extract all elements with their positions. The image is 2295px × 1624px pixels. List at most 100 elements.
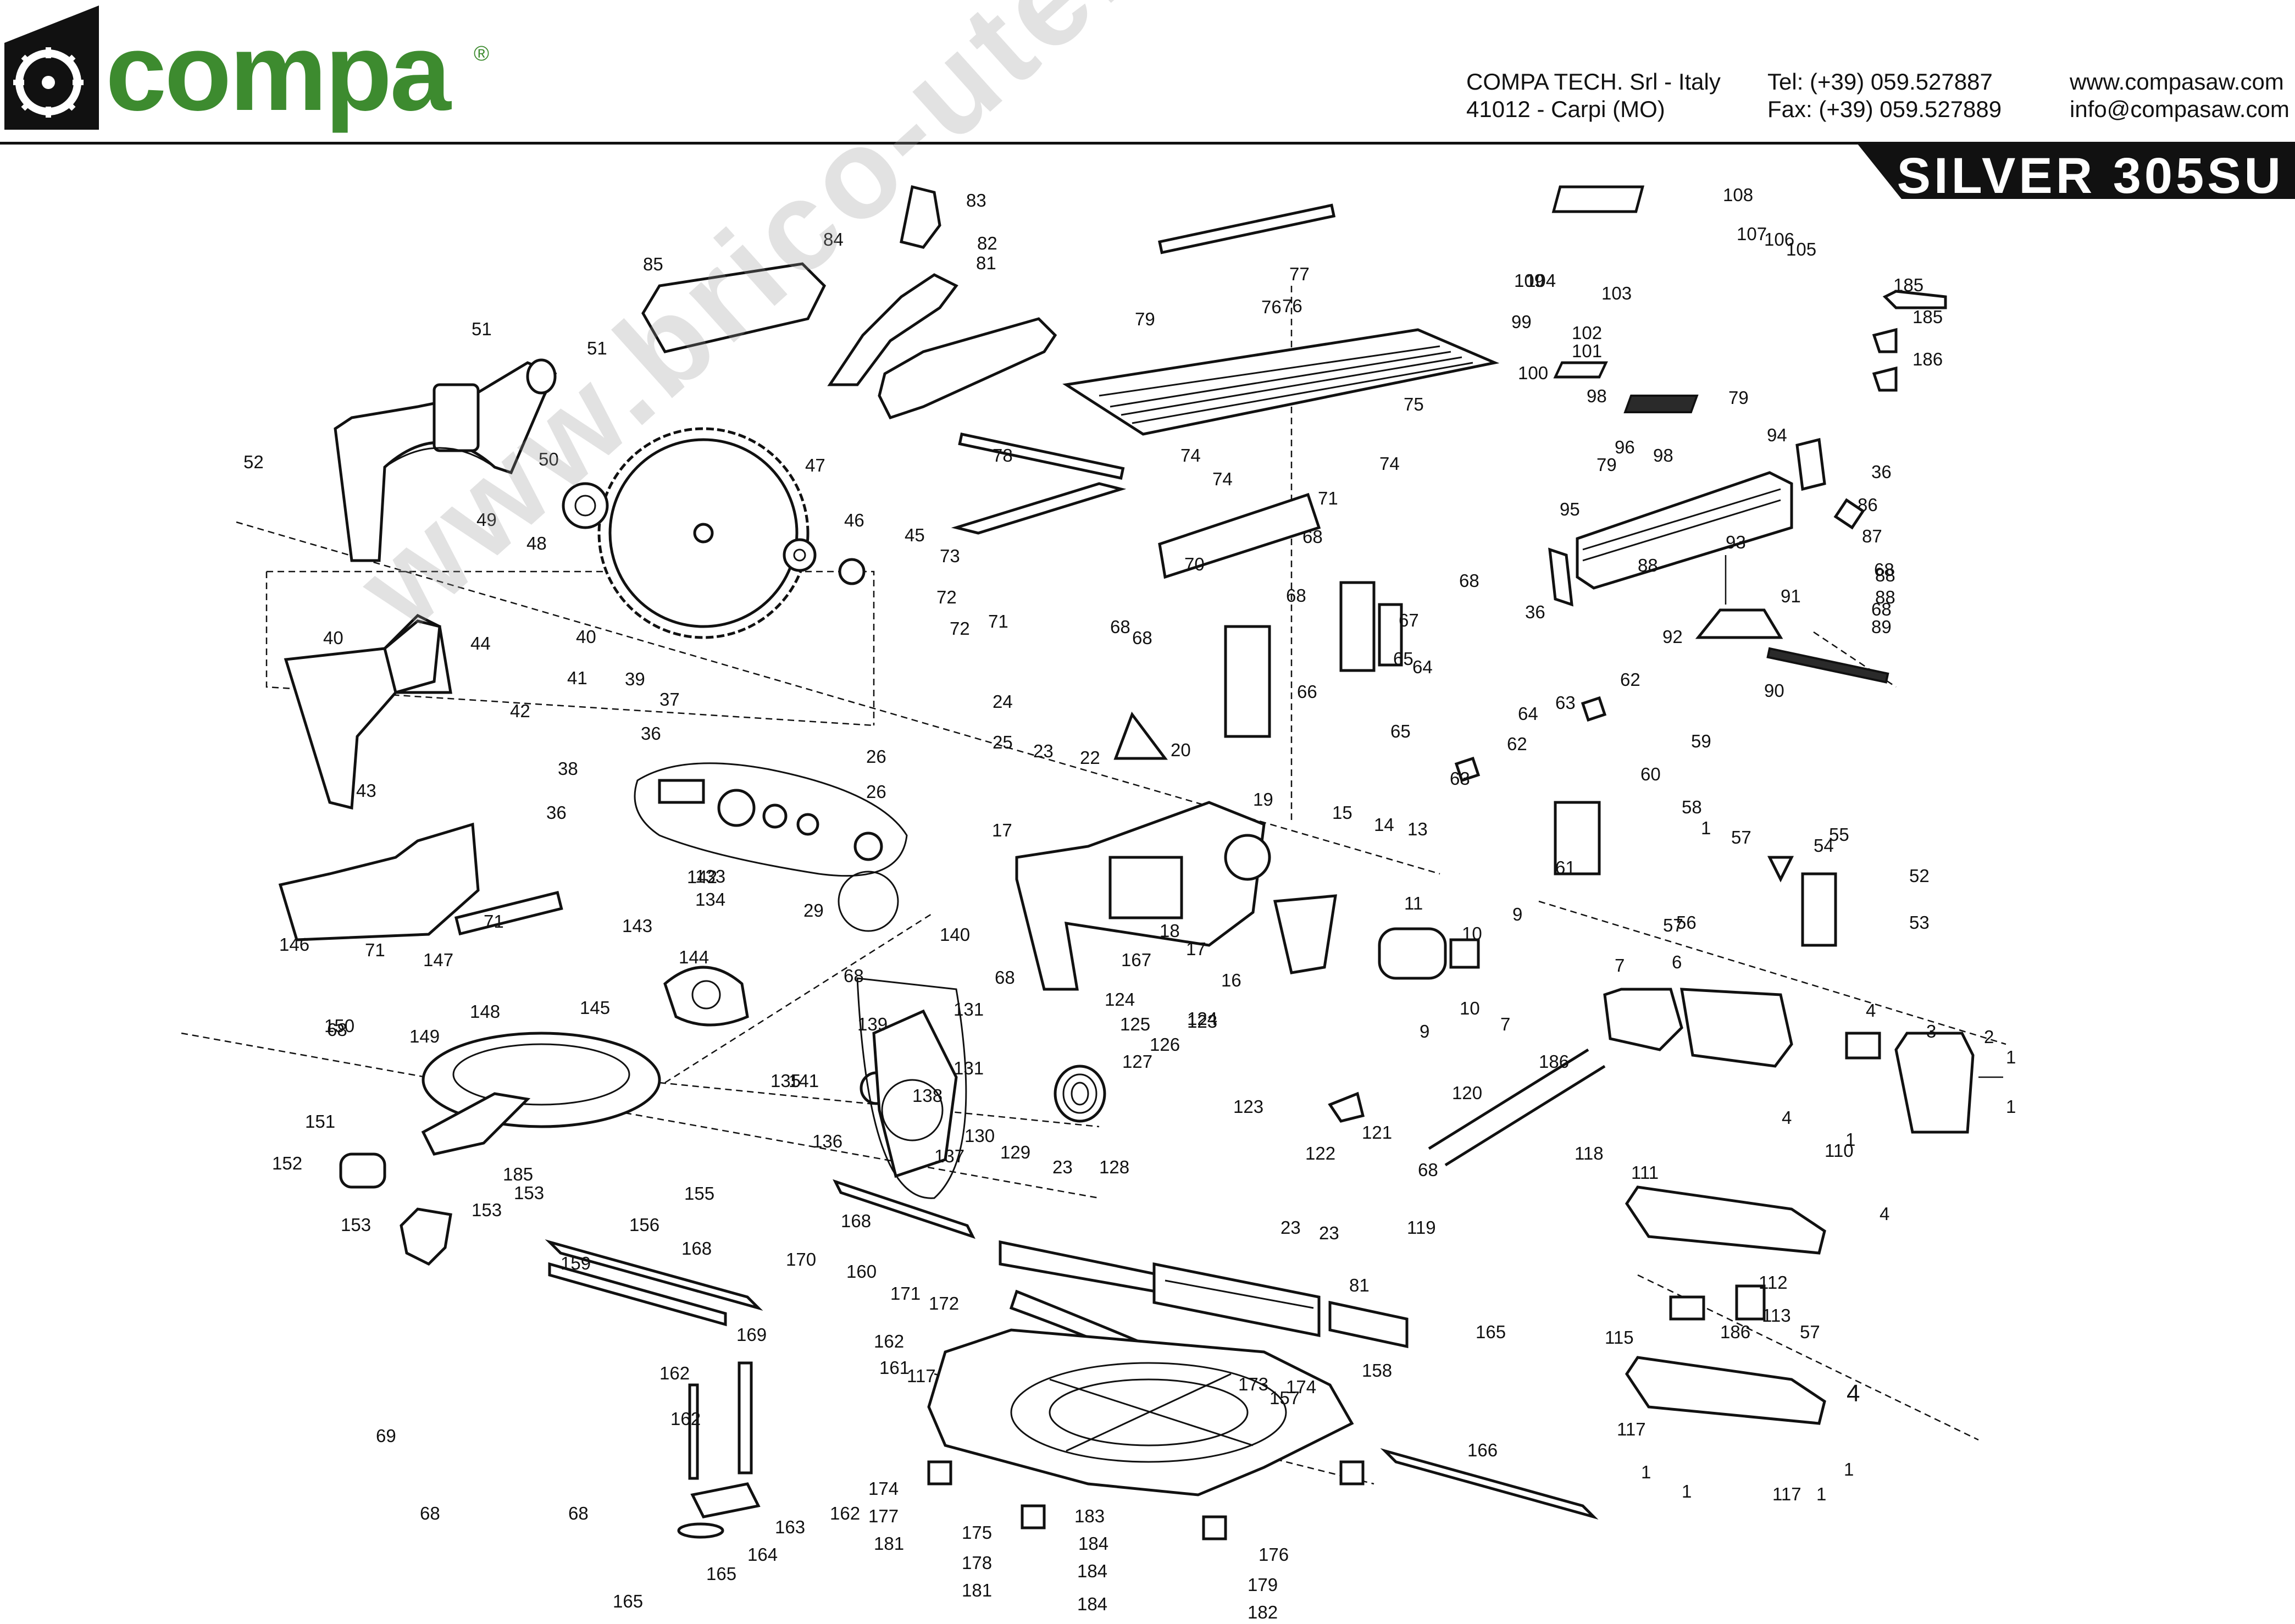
part-label: 1 xyxy=(1701,818,1711,838)
part-label: 98 xyxy=(1587,386,1607,406)
part-label: 153 xyxy=(341,1215,371,1235)
knobs xyxy=(1328,498,1865,1123)
part-label: 18 xyxy=(1160,921,1180,941)
part-label: 79 xyxy=(1135,309,1155,329)
part-label: 146 xyxy=(279,934,309,955)
blade-flanges xyxy=(562,482,866,585)
part-label: 68 xyxy=(1459,570,1479,591)
part-label: 95 xyxy=(1560,499,1580,519)
part-label: 152 xyxy=(272,1153,302,1173)
part-label: 39 xyxy=(625,669,645,689)
part-label: 1 xyxy=(1844,1459,1854,1479)
spring xyxy=(1054,1065,1106,1123)
part-label: 71 xyxy=(988,611,1008,631)
part-label: 50 xyxy=(539,449,559,469)
part-label: 36 xyxy=(1871,462,1892,482)
part-label: 170 xyxy=(786,1249,816,1270)
part-label: 65 xyxy=(1390,721,1411,741)
part-label: 122 xyxy=(1305,1143,1335,1163)
part-label: 23 xyxy=(1280,1217,1301,1238)
part-label: 153 xyxy=(472,1200,502,1220)
part-label: 56 xyxy=(1676,912,1697,933)
fax-number: Fax: (+39) 059.527889 xyxy=(1767,96,2002,122)
part-label: 163 xyxy=(775,1517,805,1537)
company-name: COMPA TECH. Srl - Italy xyxy=(1466,69,1721,95)
part-label: 74 xyxy=(1180,445,1201,465)
part-label: 17 xyxy=(992,820,1012,840)
part-label: 82 xyxy=(977,233,997,253)
bevel-lock xyxy=(856,977,967,1199)
part-label: 145 xyxy=(580,997,610,1018)
part-label: 121 xyxy=(1362,1122,1392,1143)
part-label: 59 xyxy=(1691,731,1711,751)
part-label: 129 xyxy=(1000,1142,1030,1162)
part-label: 68 xyxy=(1871,599,1892,619)
part-label: 76 xyxy=(1261,297,1282,317)
part-label: 83 xyxy=(966,190,986,210)
part-label: 101 xyxy=(1572,341,1602,361)
part-label: 23 xyxy=(1033,741,1054,761)
part-label: 178 xyxy=(962,1553,992,1573)
part-label: 72 xyxy=(950,618,970,639)
part-label: 61 xyxy=(1555,857,1576,878)
part-label: 166 xyxy=(1467,1440,1498,1460)
part-label: 7 xyxy=(1615,955,1625,975)
part-label: 1 xyxy=(1816,1484,1826,1504)
dust-chute xyxy=(278,822,480,941)
part-label: 38 xyxy=(558,758,578,779)
part-label: 124 xyxy=(1187,1008,1217,1029)
part-label: 127 xyxy=(1122,1051,1152,1072)
lower-blade-guard xyxy=(284,613,452,810)
part-label: 68 xyxy=(844,966,864,986)
part-label: 4 xyxy=(1880,1204,1889,1224)
shaft-group xyxy=(634,762,908,932)
part-label: 124 xyxy=(1105,989,1135,1010)
part-label: 46 xyxy=(844,510,864,530)
part-label: 85 xyxy=(643,254,663,274)
part-label: 88 xyxy=(1875,587,1895,607)
part-label: 156 xyxy=(629,1215,659,1235)
part-label: 1 xyxy=(1682,1481,1692,1501)
part-label: 84 xyxy=(823,229,844,250)
brand-logo: compa ® xyxy=(4,5,489,134)
website-link[interactable]: www.compasaw.com xyxy=(2070,69,2284,95)
hold-down-clamp xyxy=(677,1361,761,1539)
part-label: 184 xyxy=(1077,1594,1107,1614)
part-label: 135 xyxy=(770,1071,801,1091)
insert-plate-parts xyxy=(1551,185,1699,413)
part-label: 151 xyxy=(305,1111,335,1132)
part-label: 41 xyxy=(567,668,587,688)
switch-housing-lower xyxy=(1625,1356,1826,1425)
part-label: 112 xyxy=(1759,1272,1788,1293)
part-label: 162 xyxy=(830,1503,860,1523)
part-label: 36 xyxy=(1525,602,1545,622)
motor-arm-housing xyxy=(1015,711,1271,991)
part-label: 51 xyxy=(472,319,492,339)
part-label: 37 xyxy=(659,689,680,710)
part-label: 68 xyxy=(568,1503,589,1523)
part-label: 117 xyxy=(907,1366,936,1386)
part-label: 68 xyxy=(327,1019,347,1040)
part-label: 106 xyxy=(1764,229,1794,250)
part-label: 108 xyxy=(1723,185,1753,205)
miter-handle xyxy=(400,1207,452,1266)
header-divider xyxy=(0,142,2295,145)
email-link[interactable]: info@compasaw.com xyxy=(2070,96,2290,122)
part-label: 169 xyxy=(736,1324,767,1345)
part-label: 179 xyxy=(1248,1575,1278,1595)
part-label: 131 xyxy=(954,999,984,1019)
part-label: 123 xyxy=(1233,1096,1263,1117)
rip-fence xyxy=(1548,437,1826,607)
part-label: 181 xyxy=(962,1580,992,1600)
part-label: 173 xyxy=(1238,1374,1268,1394)
part-label: 66 xyxy=(1297,681,1317,702)
part-label: 79 xyxy=(1596,455,1617,475)
table-support-legs xyxy=(1158,492,1403,738)
part-label: 100 xyxy=(1518,363,1548,383)
part-label: 142 xyxy=(687,867,717,887)
part-label: 63 xyxy=(1450,768,1470,789)
part-label: 68 xyxy=(995,967,1015,988)
part-label: 68 xyxy=(1874,559,1894,580)
part-label: 52 xyxy=(243,452,264,472)
part-label: 16 xyxy=(1221,970,1241,990)
